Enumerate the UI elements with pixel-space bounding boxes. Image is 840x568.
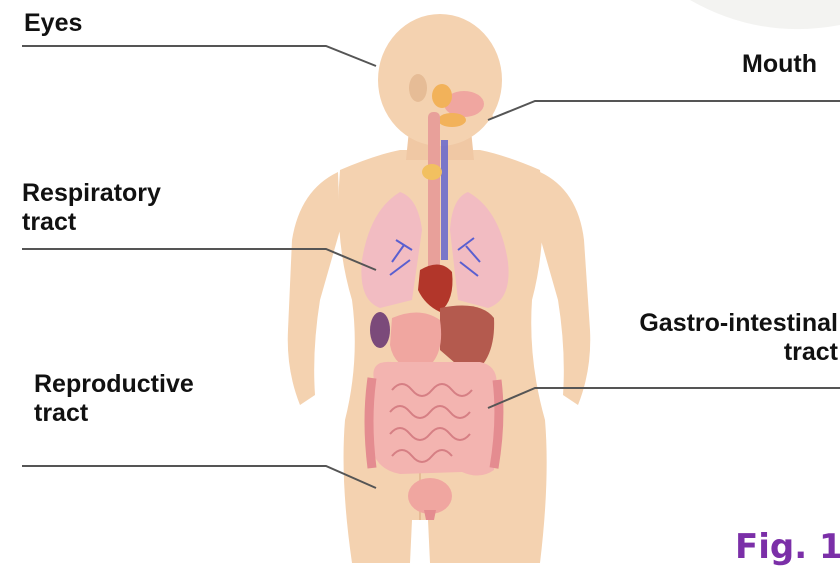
gastro-label-line-2: tract bbox=[639, 338, 838, 367]
gastro-label-line-1: Gastro-intestinal bbox=[639, 309, 838, 338]
eyes-label: Eyes bbox=[24, 9, 82, 38]
mouth-leader-line bbox=[488, 101, 840, 120]
eyes-leader-line bbox=[22, 46, 376, 66]
respiratory-tract-label: Respiratory tract bbox=[22, 179, 161, 237]
background-swirl bbox=[690, 0, 840, 29]
reproductive-label-line-2: tract bbox=[34, 399, 194, 428]
reproductive-label-line-1: Reproductive bbox=[34, 370, 194, 399]
eyes-label-text: Eyes bbox=[24, 9, 82, 38]
gastro-intestinal-tract-label: Gastro-intestinal tract bbox=[639, 309, 838, 367]
mouth-label-text: Mouth bbox=[742, 50, 817, 79]
reproductive-tract-label: Reproductive tract bbox=[34, 370, 194, 428]
respiratory-label-line-1: Respiratory bbox=[22, 179, 161, 208]
mouth-label: Mouth bbox=[742, 50, 817, 79]
figure-label: Fig. 1 bbox=[735, 527, 840, 567]
reproductive-leader-line bbox=[22, 466, 376, 488]
respiratory-label-line-2: tract bbox=[22, 208, 161, 237]
